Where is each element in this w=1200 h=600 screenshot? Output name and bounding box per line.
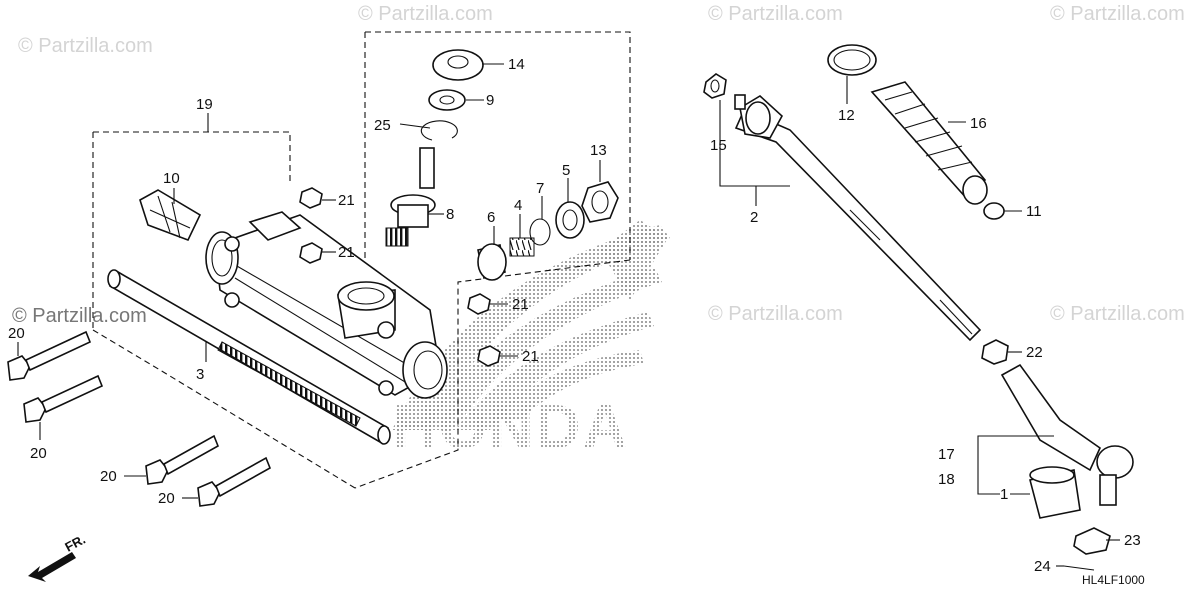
callout-23: 23 <box>1124 532 1141 549</box>
callout-labels: 14 9 25 8 13 5 7 4 6 19 10 21 21 21 21 3… <box>8 56 1141 575</box>
callout-14: 14 <box>508 56 525 73</box>
snap-ring-part[interactable] <box>420 120 458 141</box>
rack-boot-part[interactable] <box>870 81 988 205</box>
boot-clamp-small-part[interactable] <box>983 202 1005 220</box>
watermark-text: © Partzilla.com <box>708 3 843 25</box>
cotter-pin-part[interactable] <box>1063 565 1095 571</box>
callout-12: 12 <box>838 107 855 124</box>
callout-20: 20 <box>8 325 25 342</box>
front-indicator-label: FR. <box>62 532 88 555</box>
watermark-text: © Partzilla.com <box>708 303 843 325</box>
brand-watermark: HONDA <box>392 393 629 462</box>
honda-wing-logo: HONDA <box>392 220 670 462</box>
hex-nut-part[interactable] <box>299 187 323 209</box>
rack-guide-spring-part[interactable] <box>509 237 535 257</box>
callout-20: 20 <box>158 490 175 507</box>
watermark-text: © Partzilla.com <box>1050 303 1185 325</box>
hex-nut-part[interactable] <box>477 345 501 367</box>
callout-20: 20 <box>100 468 117 485</box>
bolt-part[interactable] <box>7 330 92 381</box>
callout-21: 21 <box>522 348 539 365</box>
o-ring-part[interactable] <box>529 218 551 246</box>
callout-7: 7 <box>536 180 544 197</box>
lock-washer-part[interactable] <box>703 73 727 99</box>
bolt-part[interactable] <box>197 456 272 507</box>
watermark-group: © Partzilla.com © Partzilla.com © Partzi… <box>12 3 1185 327</box>
front-direction-arrow: FR. <box>28 532 88 582</box>
callout-9: 9 <box>486 92 494 109</box>
callout-22: 22 <box>1026 344 1043 361</box>
callout-17: 17 <box>938 446 955 463</box>
callout-10: 10 <box>163 170 180 187</box>
rack-housing-part[interactable] <box>205 211 448 399</box>
callout-2: 2 <box>750 209 758 226</box>
adjusting-screw-part[interactable] <box>555 201 585 239</box>
boot-clamp-large-part[interactable] <box>827 44 877 76</box>
pinion-gear-part[interactable] <box>385 147 436 247</box>
castle-nut-part[interactable] <box>1073 527 1111 555</box>
callout-19: 19 <box>196 96 213 113</box>
callout-15: 15 <box>710 137 727 154</box>
watermark-text: © Partzilla.com <box>358 3 493 25</box>
tie-rod-end-part[interactable] <box>1000 363 1134 506</box>
dust-seal-part[interactable] <box>1029 466 1081 519</box>
callout-21: 21 <box>338 244 355 261</box>
leader-lines <box>17 63 1120 567</box>
rack-guide-part[interactable] <box>477 243 507 281</box>
watermark-text: © Partzilla.com <box>1050 3 1185 25</box>
pinion-seal-part[interactable] <box>432 49 484 81</box>
callout-11: 11 <box>1026 203 1042 220</box>
tie-rod-jam-nut-part[interactable] <box>981 339 1009 365</box>
watermark-text-dark: © Partzilla.com <box>12 305 147 327</box>
watermark-text: © Partzilla.com <box>18 35 153 57</box>
callout-24: 24 <box>1034 558 1051 575</box>
diagram-code: HL4LF1000 <box>1082 573 1145 587</box>
tie-rod-part[interactable] <box>734 94 982 342</box>
hex-nut-part[interactable] <box>299 242 323 264</box>
bolt-part[interactable] <box>145 434 220 485</box>
lock-nut-part[interactable] <box>581 181 619 223</box>
callout-18: 18 <box>938 471 955 488</box>
callout-20: 20 <box>30 445 47 462</box>
callout-21: 21 <box>512 296 529 313</box>
callout-13: 13 <box>590 142 607 159</box>
rack-clamp-part[interactable] <box>139 189 202 242</box>
callout-1: 1 <box>1000 486 1008 503</box>
callout-8: 8 <box>446 206 454 223</box>
pinion-bearing-part[interactable] <box>428 89 466 111</box>
callout-25: 25 <box>374 117 391 134</box>
callout-21: 21 <box>338 192 355 209</box>
hex-nut-part[interactable] <box>467 293 491 315</box>
callout-5: 5 <box>562 162 570 179</box>
bolt-part[interactable] <box>23 374 104 423</box>
rack-bar-part[interactable] <box>107 269 391 445</box>
callout-6: 6 <box>487 209 495 226</box>
callout-3: 3 <box>196 366 204 383</box>
assembly-outlines <box>92 31 631 489</box>
callout-16: 16 <box>970 115 987 132</box>
callout-4: 4 <box>514 197 522 214</box>
